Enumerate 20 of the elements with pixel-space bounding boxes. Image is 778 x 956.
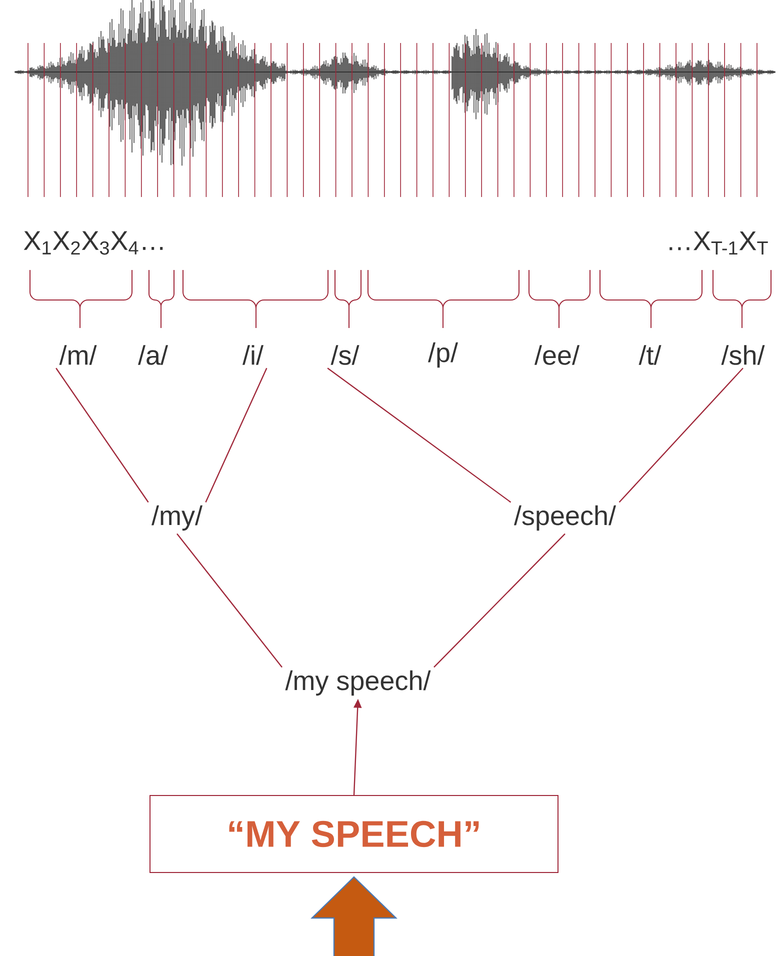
connector-line bbox=[56, 368, 149, 503]
text-box: “MY SPEECH” bbox=[150, 795, 558, 873]
connector-line bbox=[205, 368, 268, 502]
connector-line bbox=[327, 368, 512, 503]
sequence-label: X$_{1}$X$_{2}$X$_{3}$X$_{4}$… bbox=[24, 231, 163, 255]
phoneme-label: /p/ bbox=[428, 342, 458, 368]
connector-line bbox=[434, 533, 566, 668]
phoneme-label: /a/ bbox=[138, 345, 168, 365]
sequence-label: …X$_{T-1}$X$_{T}$ bbox=[670, 232, 768, 255]
word-label: /my/ bbox=[152, 505, 202, 531]
phrase-label: /my speech/ bbox=[285, 670, 431, 696]
word-label: /speech/ bbox=[514, 505, 616, 531]
phoneme-label: /t/ bbox=[638, 345, 662, 365]
connector-line bbox=[618, 368, 744, 503]
phoneme-label: /s/ bbox=[330, 345, 360, 365]
phoneme-label: /ee/ bbox=[534, 345, 580, 365]
connector-line bbox=[176, 533, 282, 668]
phoneme-label: /i/ bbox=[242, 345, 264, 365]
phoneme-label: /m/ bbox=[59, 345, 97, 365]
phoneme-label: /sh/ bbox=[721, 345, 765, 365]
